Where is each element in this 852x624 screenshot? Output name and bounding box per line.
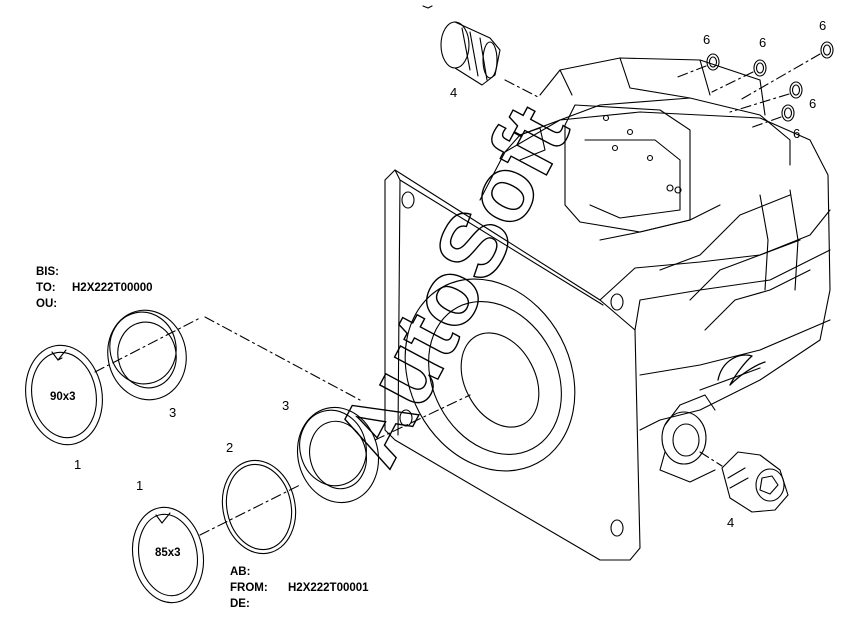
axis-line [199, 484, 301, 536]
callout-6: 6 [703, 32, 710, 47]
retaining-ring-85x3 [131, 506, 205, 604]
seal-ring-lower-3 [296, 406, 380, 504]
retaining-ring-90x3 [25, 344, 103, 446]
callout-1-upper: 1 [74, 457, 81, 472]
callout-6: 6 [793, 126, 800, 141]
plug-4-top [440, 21, 501, 86]
callout-6: 6 [759, 35, 766, 50]
serial-upper-number: H2X222T00000 [72, 282, 153, 294]
axis-line [374, 394, 471, 441]
pump-housing [384, 57, 831, 561]
serial-upper-line1: BIS: [36, 266, 59, 278]
callout-4-bottom: 4 [727, 515, 734, 530]
o-ring-axis-lines [674, 53, 821, 129]
callout-6: 6 [809, 96, 816, 111]
callout-3-lower: 3 [282, 398, 289, 413]
seal-ring-upper-3 [107, 309, 187, 401]
ring-label-lower: 85x3 [155, 547, 181, 559]
serial-lower-line1: AB: [230, 566, 250, 578]
o-ring-2 [221, 459, 297, 555]
watermark-text: AutoSoft [316, 90, 588, 481]
serial-lower-number: H2X222T00001 [288, 582, 369, 594]
callout-2: 2 [226, 440, 233, 455]
serial-upper-line3: OU: [36, 298, 57, 310]
serial-lower-line2: FROM: [230, 582, 268, 594]
ring-label-upper: 90x3 [50, 391, 76, 403]
watermark: AutoSoft [316, 89, 590, 481]
callout-1-lower: 1 [136, 478, 143, 493]
axis-line [94, 317, 201, 373]
o-rings-6 [706, 41, 834, 122]
callout-4-top: 4 [450, 85, 457, 100]
serial-note-upper: BIS: TO: H2X222T00000 OU: [36, 266, 153, 310]
callout-6: 6 [819, 18, 826, 33]
callout-3-upper: 3 [169, 405, 176, 420]
plug-4-bottom [721, 451, 789, 513]
axis-line [204, 316, 361, 401]
axis-line [504, 79, 541, 99]
tick-mark [422, 5, 433, 9]
serial-note-lower: AB: FROM: H2X222T00001 DE: [230, 566, 369, 610]
serial-upper-line2: TO: [36, 282, 56, 294]
axis-line [699, 451, 723, 467]
serial-lower-line3: DE: [230, 598, 250, 610]
